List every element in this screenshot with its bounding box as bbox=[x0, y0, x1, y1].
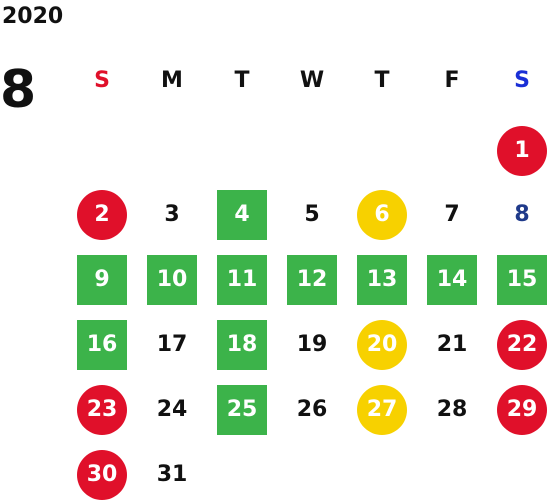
day-cell-16[interactable]: 16 bbox=[77, 320, 127, 370]
month-number: 8 bbox=[0, 60, 37, 120]
day-cell-8[interactable]: 8 bbox=[514, 202, 530, 227]
day-cell-2[interactable]: 2 bbox=[77, 190, 127, 240]
day-cell-17[interactable]: 17 bbox=[156, 332, 188, 357]
day-cell-22[interactable]: 22 bbox=[497, 320, 547, 370]
weekday-tue: T bbox=[234, 68, 250, 93]
year-label: 2020 bbox=[2, 4, 64, 29]
weekday-wed: W bbox=[299, 68, 325, 93]
weekday-sun: S bbox=[94, 68, 110, 93]
day-cell-18[interactable]: 18 bbox=[217, 320, 267, 370]
day-cell-31[interactable]: 31 bbox=[156, 462, 188, 487]
day-cell-26[interactable]: 26 bbox=[296, 397, 328, 422]
day-cell-12[interactable]: 12 bbox=[287, 255, 337, 305]
day-cell-27[interactable]: 27 bbox=[357, 385, 407, 435]
day-cell-5[interactable]: 5 bbox=[304, 202, 320, 227]
day-cell-28[interactable]: 28 bbox=[436, 397, 468, 422]
day-cell-13[interactable]: 13 bbox=[357, 255, 407, 305]
day-cell-23[interactable]: 23 bbox=[77, 385, 127, 435]
weekday-sat: S bbox=[514, 68, 530, 93]
day-cell-9[interactable]: 9 bbox=[77, 255, 127, 305]
day-cell-6[interactable]: 6 bbox=[357, 190, 407, 240]
day-cell-7[interactable]: 7 bbox=[444, 202, 460, 227]
day-cell-4[interactable]: 4 bbox=[217, 190, 267, 240]
day-cell-14[interactable]: 14 bbox=[427, 255, 477, 305]
day-cell-24[interactable]: 24 bbox=[156, 397, 188, 422]
weekday-thu: T bbox=[374, 68, 390, 93]
day-cell-20[interactable]: 20 bbox=[357, 320, 407, 370]
day-cell-29[interactable]: 29 bbox=[497, 385, 547, 435]
day-cell-3[interactable]: 3 bbox=[164, 202, 180, 227]
day-cell-10[interactable]: 10 bbox=[147, 255, 197, 305]
weekday-mon: M bbox=[161, 68, 183, 93]
day-cell-21[interactable]: 21 bbox=[436, 332, 468, 357]
day-cell-1[interactable]: 1 bbox=[497, 126, 547, 176]
day-cell-15[interactable]: 15 bbox=[497, 255, 547, 305]
day-cell-30[interactable]: 30 bbox=[77, 450, 127, 500]
day-cell-19[interactable]: 19 bbox=[296, 332, 328, 357]
day-cell-25[interactable]: 25 bbox=[217, 385, 267, 435]
day-cell-11[interactable]: 11 bbox=[217, 255, 267, 305]
weekday-fri: F bbox=[444, 68, 460, 93]
